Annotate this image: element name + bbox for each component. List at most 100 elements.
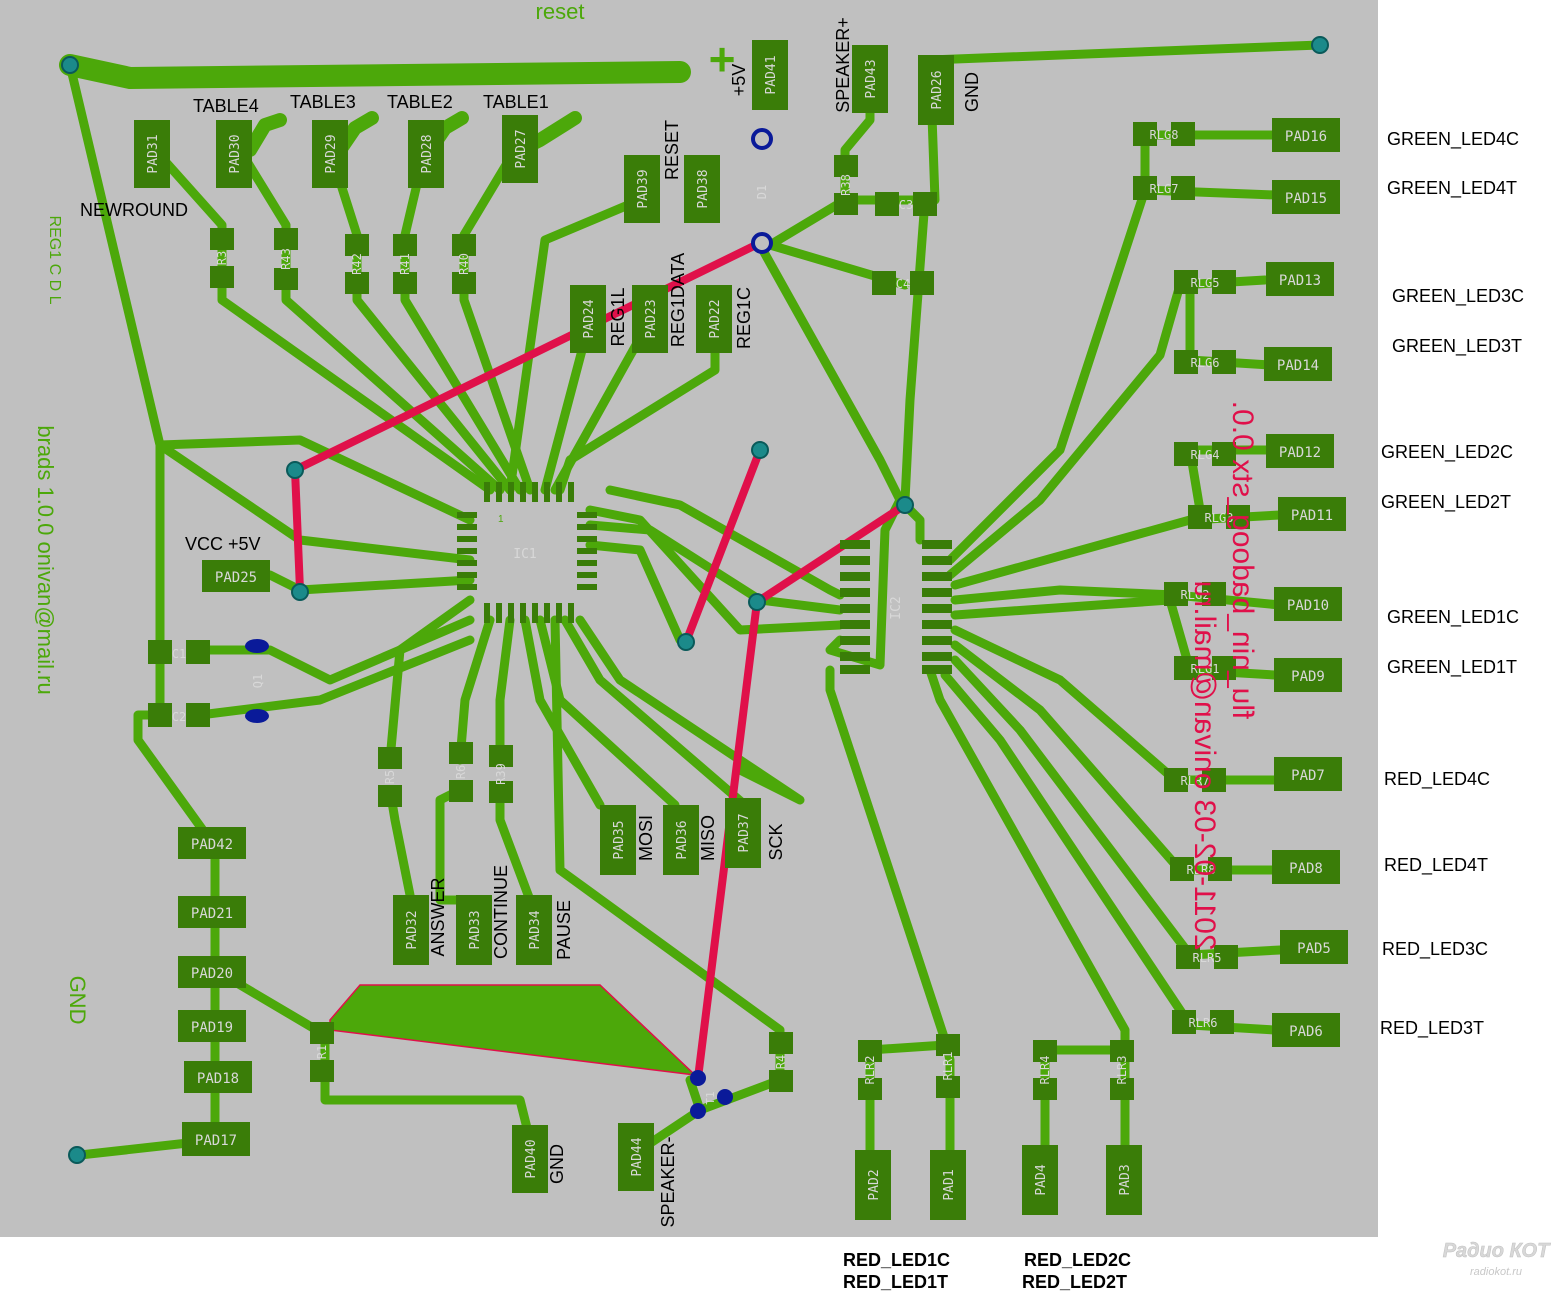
svg-text:PAD14: PAD14 <box>1277 358 1319 374</box>
pad11: PAD11 <box>1278 497 1346 531</box>
transistor-pin <box>690 1103 706 1119</box>
pad10: PAD10 <box>1274 587 1342 621</box>
svg-text:RLR4: RLR4 <box>1038 1056 1052 1085</box>
svg-text:PAD32: PAD32 <box>405 910 420 949</box>
svg-text:PAD21: PAD21 <box>191 906 233 922</box>
svg-text:PAD36: PAD36 <box>675 820 690 859</box>
label-reset: RESET <box>662 120 682 180</box>
pad30: PAD30 <box>216 120 252 188</box>
rlg2: RLG2 <box>1164 582 1226 606</box>
ic1-pins <box>457 482 597 623</box>
rlg3: RLG3 <box>1188 505 1250 529</box>
svg-text:PAD13: PAD13 <box>1279 273 1321 289</box>
label-red-led4c: RED_LED4C <box>1384 769 1490 790</box>
label-red-led3t: RED_LED3T <box>1380 1018 1484 1039</box>
rlg7: RLG7 <box>1133 176 1195 200</box>
r38: R38 <box>834 155 858 215</box>
r40: R40 <box>452 234 476 294</box>
pad42: PAD42 <box>178 827 246 859</box>
svg-text:RLR3: RLR3 <box>1115 1056 1129 1085</box>
label-reg1c: REG1C <box>734 287 754 349</box>
svg-text:PAD35: PAD35 <box>612 820 627 859</box>
r43: R43 <box>274 228 298 290</box>
svg-text:PAD20: PAD20 <box>191 966 233 982</box>
plus-sign: + <box>709 33 736 85</box>
label-red-led2t: RED_LED2T <box>1022 1272 1127 1292</box>
label-mosi: MOSI <box>636 815 656 861</box>
svg-text:PAD40: PAD40 <box>524 1139 539 1178</box>
pad29: PAD29 <box>312 120 348 188</box>
pad5: PAD5 <box>1280 930 1348 964</box>
watermark-url: radiokot.ru <box>1470 1266 1522 1278</box>
r4: R4 <box>769 1032 793 1092</box>
label-table4: TABLE4 <box>193 96 259 116</box>
svg-text:PAD7: PAD7 <box>1291 768 1325 784</box>
label-green-led2c: GREEN_LED2C <box>1381 442 1513 463</box>
svg-text:PAD6: PAD6 <box>1289 1024 1323 1040</box>
pad12: PAD12 <box>1266 434 1334 468</box>
svg-text:PAD18: PAD18 <box>197 1071 239 1087</box>
rlg4: RLG4 <box>1174 442 1236 466</box>
svg-text:PAD23: PAD23 <box>644 299 659 338</box>
svg-text:R40: R40 <box>457 253 471 275</box>
pad1: PAD1 <box>930 1150 966 1220</box>
label-speaker-minus: SPEAKER- <box>658 1136 678 1227</box>
r39: R39 <box>489 745 513 803</box>
svg-text:PAD5: PAD5 <box>1297 941 1331 957</box>
svg-text:R3: R3 <box>215 251 229 265</box>
svg-text:PAD42: PAD42 <box>191 837 233 853</box>
svg-text:PAD1: PAD1 <box>942 1169 957 1200</box>
via <box>286 461 304 479</box>
label-red-led1c: RED_LED1C <box>843 1250 950 1270</box>
pad36: PAD36 <box>663 805 699 875</box>
r42: R42 <box>345 234 369 294</box>
ic2-chip: IC2 <box>840 540 952 674</box>
label-plus5v: +5V <box>729 64 749 97</box>
t1-label: T1 <box>704 1091 717 1104</box>
pad35: PAD35 <box>600 805 636 875</box>
rlg5: RLG5 <box>1174 270 1236 294</box>
svg-text:PAD30: PAD30 <box>228 134 243 173</box>
svg-text:PAD28: PAD28 <box>420 134 435 173</box>
pad8: PAD8 <box>1272 850 1340 884</box>
watermark: Радио КОТ radiokot.ru <box>1442 1240 1551 1278</box>
svg-text:PAD26: PAD26 <box>930 70 945 109</box>
svg-text:PAD39: PAD39 <box>636 169 651 208</box>
svg-text:C4: C4 <box>896 277 910 291</box>
label-red-led3c: RED_LED3C <box>1382 939 1488 960</box>
svg-text:RLG5: RLG5 <box>1191 276 1220 290</box>
pad20: PAD20 <box>178 956 246 988</box>
led-labels: GREEN_LED4C GREEN_LED4T GREEN_LED3C GREE… <box>1380 129 1524 1039</box>
svg-text:PAD41: PAD41 <box>764 55 779 94</box>
svg-text:R39: R39 <box>494 763 508 785</box>
svg-text:PAD43: PAD43 <box>864 59 879 98</box>
svg-text:RLR6: RLR6 <box>1189 1016 1218 1030</box>
c2: C2 <box>148 703 210 727</box>
board-text: reset REG1 C D L brads 1.0.0 onivan@mail… <box>33 0 584 1024</box>
label-table1: TABLE1 <box>483 92 549 112</box>
svg-text:R4: R4 <box>774 1055 788 1069</box>
pad40: PAD40 <box>512 1125 548 1193</box>
svg-text:PAD16: PAD16 <box>1285 129 1327 145</box>
svg-text:RLG2: RLG2 <box>1181 588 1210 602</box>
pad32: PAD32 <box>393 895 429 965</box>
svg-text:PAD25: PAD25 <box>215 570 257 586</box>
rlg1: RLG1 <box>1174 656 1236 680</box>
board-note: REG1 C D L <box>46 216 63 305</box>
svg-text:PAD10: PAD10 <box>1287 598 1329 614</box>
svg-text:RLR5: RLR5 <box>1193 951 1222 965</box>
footer-labels: RED_LED1C RED_LED1T RED_LED2C RED_LED2T <box>843 1250 1131 1292</box>
pad16: PAD16 <box>1272 118 1340 152</box>
svg-text:PAD11: PAD11 <box>1291 508 1333 524</box>
svg-text:PAD27: PAD27 <box>514 129 529 168</box>
pad19: PAD19 <box>178 1010 246 1042</box>
label-pause: PAUSE <box>554 900 574 960</box>
pad7: PAD7 <box>1274 757 1342 791</box>
svg-text:PAD17: PAD17 <box>195 1133 237 1149</box>
pad39: PAD39 <box>624 155 660 223</box>
ic1-label: IC1 <box>513 547 536 562</box>
rlr5: RLR5 <box>1176 945 1238 969</box>
label-green-led3c: GREEN_LED3C <box>1392 286 1524 307</box>
c3: C3 <box>875 192 937 216</box>
